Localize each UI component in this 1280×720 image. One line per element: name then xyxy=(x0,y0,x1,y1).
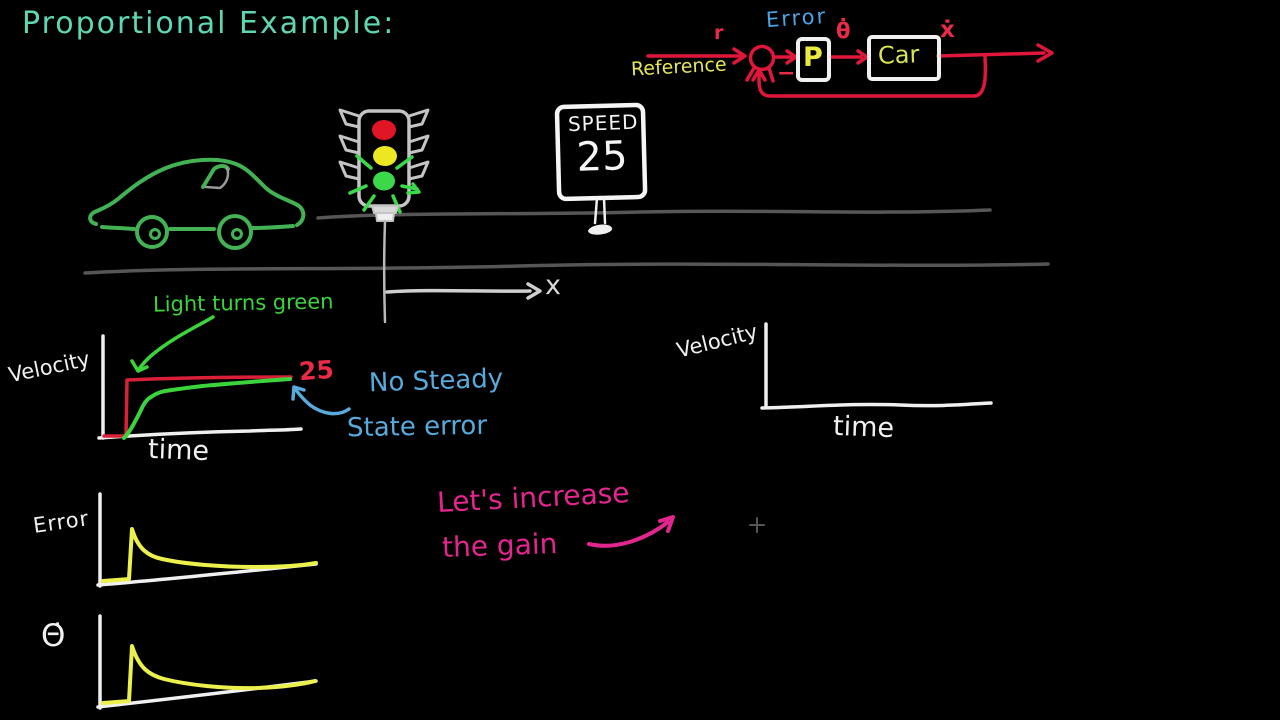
road-line-upper xyxy=(316,208,992,220)
summing-junction-legs xyxy=(745,66,775,83)
x-axis-arrow-sketch xyxy=(385,282,542,300)
road-line-lower xyxy=(83,262,1050,275)
p-block-box xyxy=(796,37,831,82)
light-turns-green-arrow xyxy=(130,315,215,373)
velocity-graph-left-sketch xyxy=(97,315,351,440)
car-window-edge xyxy=(204,166,230,190)
left-graph-x-label: time xyxy=(147,433,210,468)
setpoint-step-curve xyxy=(102,375,293,438)
error-signal-label: Error xyxy=(765,3,828,33)
car-block-box xyxy=(867,35,941,81)
no-steady-annotation-line1: No Steady xyxy=(368,363,504,399)
x-dot-signal-label: ẋ xyxy=(940,17,955,43)
theta-dot-signal-label: θ̇ xyxy=(836,19,851,43)
right-graph-x-label: time xyxy=(832,410,895,445)
car-underside xyxy=(251,224,295,230)
car-underside xyxy=(100,225,136,231)
x-position-label: x xyxy=(545,270,561,301)
traffic-light-base xyxy=(371,205,399,214)
steady-state-arrow xyxy=(291,385,351,416)
traffic-light-visor xyxy=(338,134,361,155)
feedback-path xyxy=(757,55,988,98)
traffic-light-pole xyxy=(383,219,387,324)
green-light-rays xyxy=(348,154,421,214)
traffic-light-visor xyxy=(338,160,361,181)
speed-sign-word: SPEED xyxy=(567,109,639,137)
traffic-light-yellow xyxy=(373,146,397,166)
traffic-light-visor xyxy=(338,108,361,129)
road-sketch xyxy=(83,208,1050,275)
p-block-label: P xyxy=(803,42,823,73)
error-graph-sketch xyxy=(96,492,318,588)
car-sketch xyxy=(88,157,306,250)
traffic-light-visor xyxy=(407,160,430,181)
speed-sign-post xyxy=(593,196,607,225)
velocity-response-curve xyxy=(122,377,292,440)
car-rear-wheel xyxy=(217,214,253,250)
car-front-hub xyxy=(149,228,161,240)
traffic-light-red xyxy=(372,120,396,140)
right-graph-x-axis xyxy=(760,401,993,410)
speed-sign-foot xyxy=(588,224,613,235)
page-title: Proportional Example: xyxy=(22,6,396,41)
light-turns-green-annotation: Light turns green xyxy=(152,289,334,317)
speed-sign-board xyxy=(554,102,648,202)
gain-note-line2: the gain xyxy=(441,526,558,565)
output-arrow xyxy=(936,51,1046,58)
error-curve xyxy=(101,527,318,583)
traffic-light-base xyxy=(375,212,395,222)
traffic-light-green xyxy=(373,171,395,191)
r-signal-label: r xyxy=(714,22,724,44)
theta-graph-sketch xyxy=(96,614,318,710)
summing-junction xyxy=(748,44,776,72)
car-front-wheel xyxy=(135,215,169,249)
theta-graph-y-label: Θ̇ xyxy=(41,618,66,654)
traffic-light-visor xyxy=(407,108,430,129)
car-body xyxy=(88,157,306,227)
minus-sign-label: − xyxy=(777,61,796,86)
no-steady-annotation-line2: State error xyxy=(346,410,488,444)
setpoint-value-label: 25 xyxy=(297,354,335,387)
left-graph-x-axis xyxy=(97,427,303,440)
cursor-crosshair xyxy=(749,517,765,533)
car-block-label: Car xyxy=(877,40,920,70)
velocity-graph-right-sketch xyxy=(760,322,993,410)
theta-curve xyxy=(101,644,317,705)
speed-sign-sketch xyxy=(554,102,648,235)
gain-note-arrow xyxy=(587,515,675,548)
car-rear-hub xyxy=(231,228,243,240)
traffic-light-sketch xyxy=(338,108,430,324)
speed-sign-limit: 25 xyxy=(575,133,629,181)
traffic-light-visor xyxy=(407,134,430,155)
block-diagram-sketch xyxy=(646,43,1054,98)
